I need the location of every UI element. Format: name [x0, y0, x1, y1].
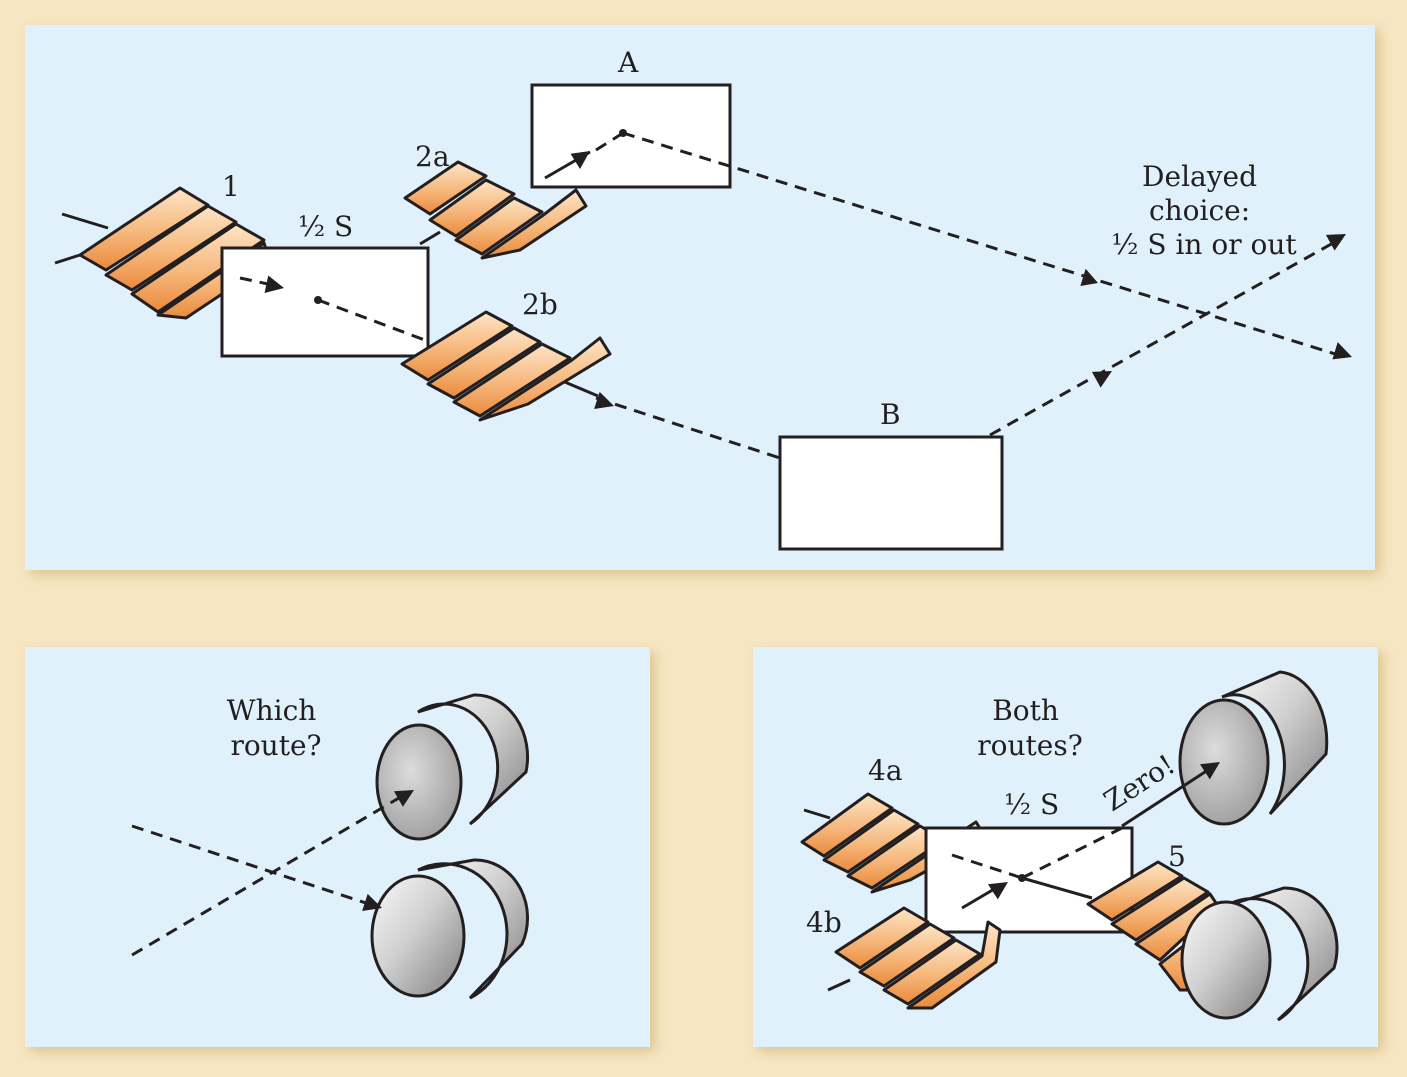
bottom-left-panel	[25, 647, 650, 1047]
mirror-a-reflection-point	[619, 129, 627, 137]
wave-packet-4b	[827, 882, 1008, 1010]
wave-2a-label: 2a	[415, 140, 450, 173]
delayed-choice-line-2: choice:	[1149, 194, 1250, 227]
splitter-incoming-arrowhead	[264, 275, 284, 294]
wave-packet-2a	[403, 150, 591, 260]
splitter-label: ½ S	[298, 210, 353, 243]
detector-lower-icon	[370, 858, 530, 1000]
top-panel-content: 1 2a 2b ½ S A B Delayed choice: ½ S in o…	[54, 46, 1352, 551]
both-routes-line-2: routes?	[977, 729, 1082, 762]
which-route-arrow-upper	[393, 790, 414, 807]
detector-upper-icon	[375, 693, 530, 841]
both-routes-line-1: Both	[992, 694, 1059, 727]
delayed-choice-note: Delayed choice: ½ S in or out	[1111, 160, 1297, 261]
wave-packet-2b	[400, 310, 612, 422]
which-route-line-1: Which	[227, 694, 316, 727]
wave-4b-label: 4b	[806, 906, 842, 939]
mirror-b-box	[778, 435, 1004, 551]
zero-arrowhead	[1200, 762, 1220, 780]
which-route-question: Which route?	[227, 694, 325, 762]
mirror-b-label: B	[880, 398, 901, 431]
mirror-a-label: A	[617, 46, 639, 79]
both-routes-question: Both routes?	[977, 694, 1082, 762]
wave-2b-label: 2b	[522, 288, 558, 321]
delayed-choice-line-1: Delayed	[1142, 160, 1257, 193]
wave-5-label: 5	[1168, 840, 1186, 873]
splitter-right-label: ½ S	[1004, 788, 1059, 821]
wave-1-label: 1	[222, 170, 240, 203]
which-route-arrow-lower	[362, 893, 382, 911]
delayed-choice-line-3: ½ S in or out	[1111, 228, 1297, 261]
bottom-left-content: Which route?	[131, 693, 530, 1000]
detector-lower-right-icon	[1180, 886, 1339, 1022]
splitter-incoming-beam	[239, 276, 269, 286]
splitter-right-point	[1018, 874, 1026, 882]
which-route-beams	[131, 793, 405, 957]
wave-4a-label: 4a	[868, 754, 903, 787]
which-route-line-2: route?	[230, 729, 321, 762]
splitter-right-incoming-beam	[951, 853, 1023, 880]
detector-upper-right-icon	[1178, 670, 1329, 826]
splitter-right-box	[924, 826, 1134, 934]
zero-arrow-line	[1121, 768, 1209, 828]
splitter-right-solid-beam	[1021, 876, 1093, 900]
